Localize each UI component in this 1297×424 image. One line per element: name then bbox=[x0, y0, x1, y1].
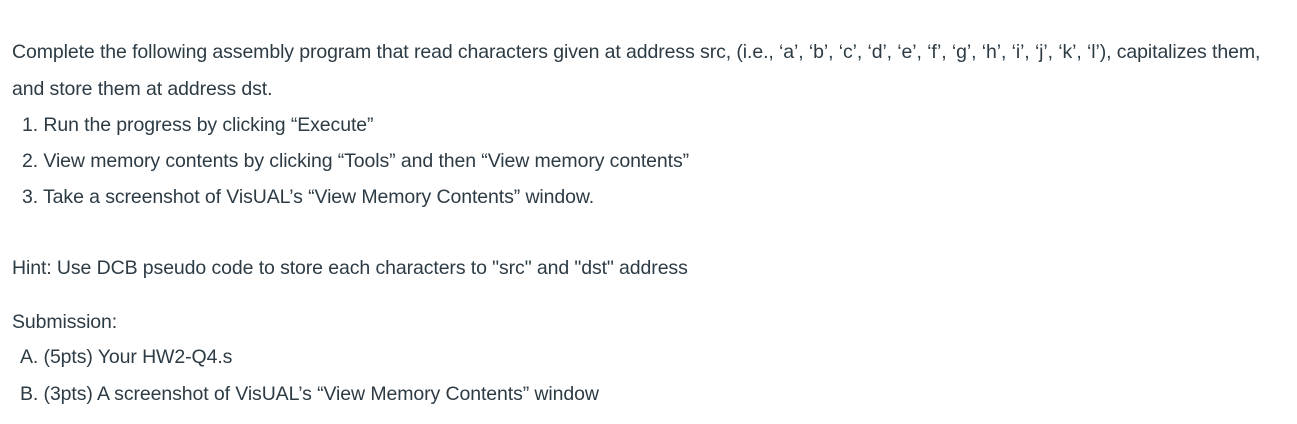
hint-paragraph: Hint: Use DCB pseudo code to store each … bbox=[12, 256, 688, 279]
step-text-3: Take a screenshot of VisUAL’s “View Memo… bbox=[43, 186, 595, 208]
list-item: 1. Run the progress by clicking “Execute… bbox=[22, 107, 689, 143]
submission-text-a: (5pts) Your HW2-Q4.s bbox=[43, 346, 233, 368]
list-item: 3. Take a screenshot of VisUAL’s “View M… bbox=[22, 179, 689, 215]
submission-heading: Submission: bbox=[12, 310, 118, 333]
submission-text-b: (3pts) A screenshot of VisUAL’s “View Me… bbox=[43, 383, 599, 405]
step-text-2: View memory contents by clicking “Tools”… bbox=[43, 150, 689, 172]
submission-marker-a: A. bbox=[20, 346, 44, 368]
submission-items-list: A. (5pts) Your HW2-Q4.s B. (3pts) A scre… bbox=[20, 339, 599, 413]
step-marker-2: 2. bbox=[22, 150, 44, 172]
list-item: B. (3pts) A screenshot of VisUAL’s “View… bbox=[20, 376, 599, 413]
intro-paragraph: Complete the following assembly program … bbox=[12, 40, 1261, 100]
submission-marker-b: B. bbox=[20, 383, 44, 405]
step-text-1: Run the progress by clicking “Execute” bbox=[43, 114, 374, 136]
step-marker-3: 3. bbox=[22, 186, 44, 208]
step-marker-1: 1. bbox=[22, 114, 44, 136]
instruction-steps-list: 1. Run the progress by clicking “Execute… bbox=[22, 107, 689, 215]
list-item: 2. View memory contents by clicking “Too… bbox=[22, 143, 689, 179]
list-item: A. (5pts) Your HW2-Q4.s bbox=[20, 339, 599, 376]
